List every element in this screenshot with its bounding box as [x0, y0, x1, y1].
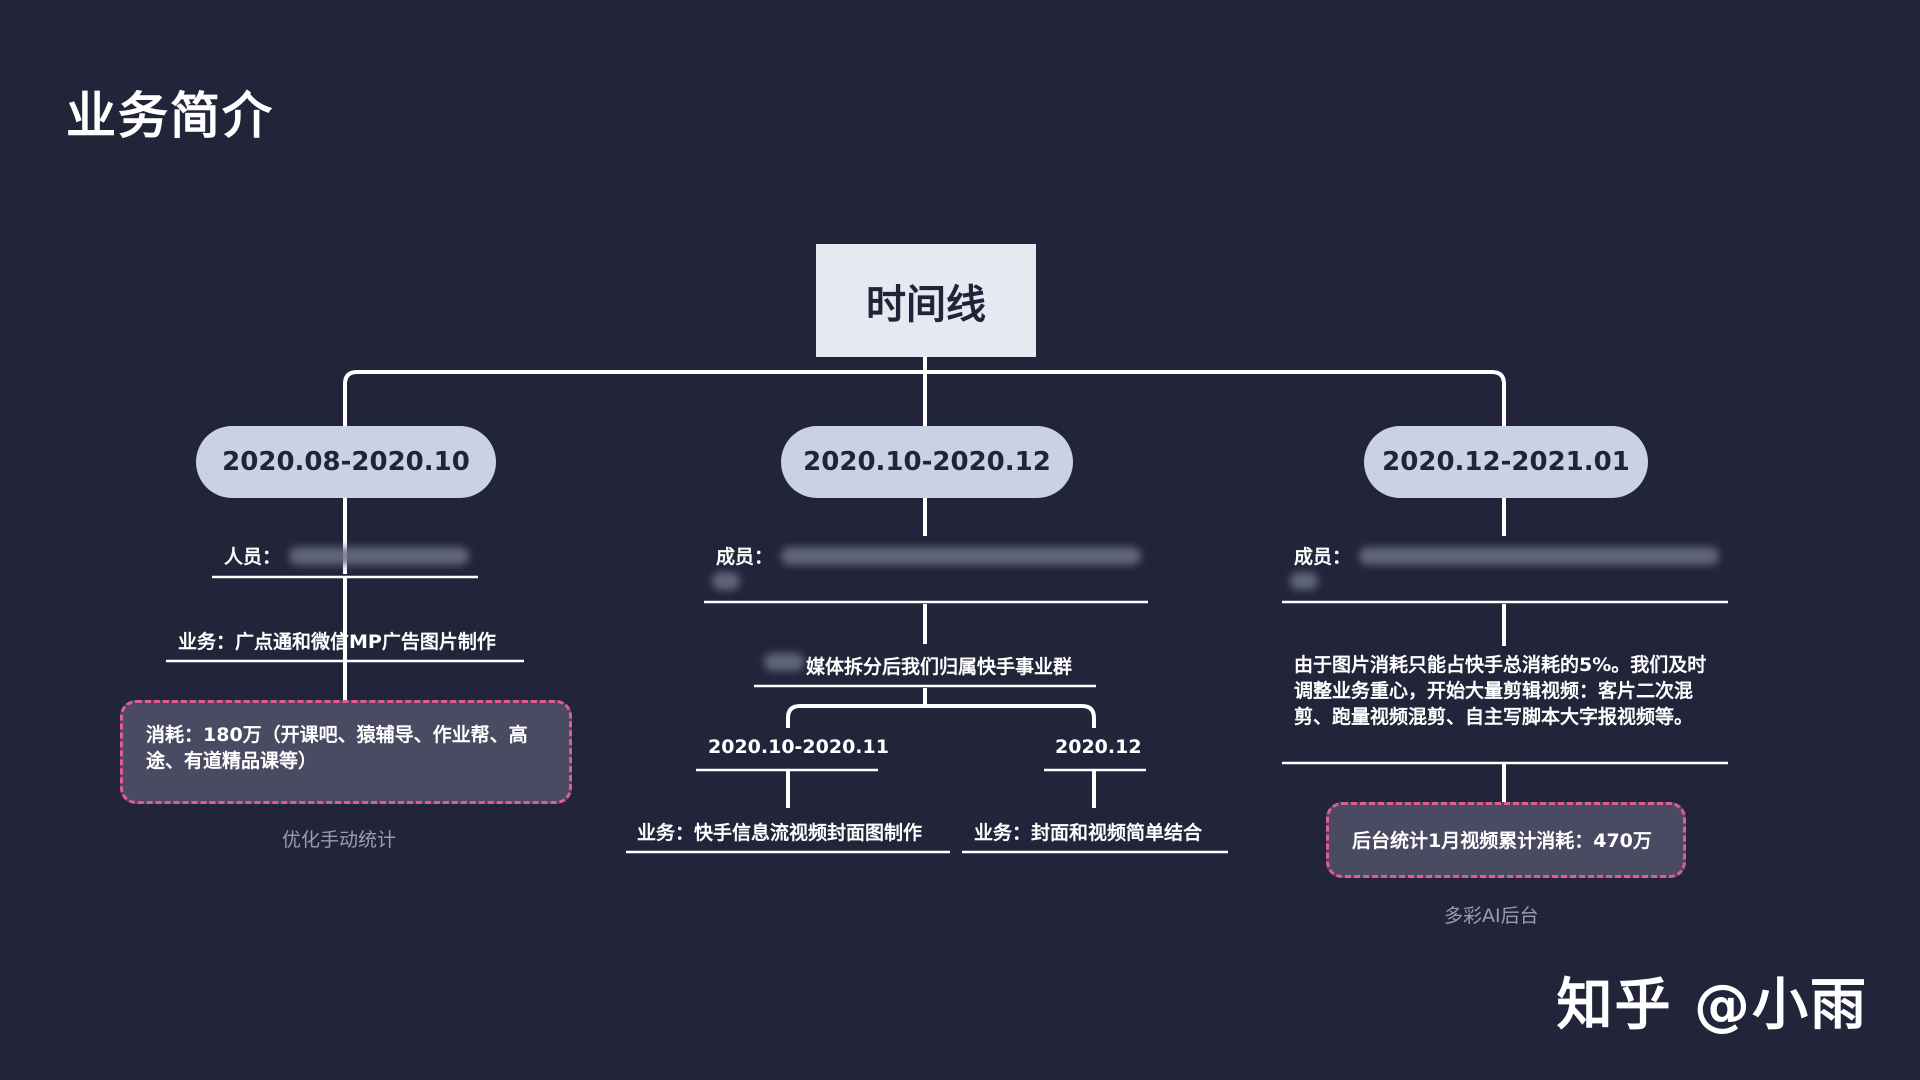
b2-sub1-business: 业务：快手信息流视频封面图制作	[637, 822, 923, 844]
b2-members-redacted-2	[712, 572, 740, 590]
b1-consumption-box	[120, 700, 572, 804]
b2-members-label: 成员：	[716, 546, 774, 568]
b2-restructure-redacted	[764, 653, 804, 671]
b1-business-label: 业务：广点通和微信MP广告图片制作	[178, 631, 496, 653]
period-node-3: 2020.12-2021.01	[1364, 426, 1648, 498]
b1-consumption-text: 消耗：180万（开课吧、猿辅导、作业帮、高途、有道精品课等）	[146, 724, 528, 772]
timeline-root-node: 时间线	[816, 244, 1036, 357]
b1-members-row: 人员：	[224, 542, 470, 569]
b1-note: 优化手动统计	[282, 829, 397, 851]
b2-sub2-period: 2020.12	[1055, 736, 1142, 758]
b1-members-label: 人员：	[224, 546, 282, 568]
b2-members-redacted	[781, 546, 1142, 565]
b3-consumption-text: 后台统计1月视频累计消耗：470万	[1352, 830, 1652, 852]
period-node-2: 2020.10-2020.12	[781, 426, 1073, 498]
b3-members-row: 成员：	[1294, 542, 1720, 569]
b2-members-row: 成员：	[716, 542, 1142, 569]
b3-description: 由于图片消耗只能占快手总消耗的5%。我们及时调整业务重心，开始大量剪辑视频：客片…	[1294, 654, 1707, 728]
b2-sub-bracket	[786, 704, 1096, 728]
b3-members-redacted	[1359, 546, 1720, 565]
b2-sub1-period: 2020.10-2020.11	[708, 736, 889, 758]
watermark: 知乎 @小雨	[1556, 973, 1868, 1038]
period-node-1: 2020.08-2020.10	[196, 426, 496, 498]
page-title: 业务简介	[66, 87, 274, 145]
b3-consumption-box	[1326, 802, 1686, 878]
b3-members-label: 成员：	[1294, 546, 1352, 568]
b2-sub2-business: 业务：封面和视频简单结合	[974, 822, 1203, 844]
b3-members-redacted-2	[1290, 572, 1318, 590]
b1-members-redacted	[289, 546, 470, 565]
b3-note: 多彩AI后台	[1444, 905, 1539, 927]
b2-restructure-text: 媒体拆分后我们归属快手事业群	[806, 656, 1073, 678]
